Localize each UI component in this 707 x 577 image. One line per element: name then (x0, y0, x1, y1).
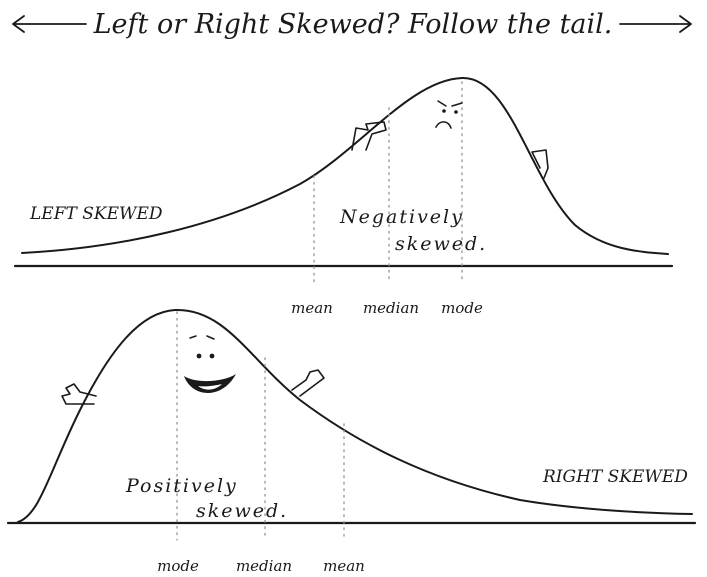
left-skewed-panel: LEFT SKEWED Negatively skewed. mean medi… (13, 76, 674, 317)
right-skewed-panel: Positively skewed. RIGHT SKEWED mode med… (6, 308, 697, 575)
right-arm-icon (291, 369, 325, 397)
marker-label-mode: mode (157, 557, 199, 575)
marker-label-mean: mean (323, 557, 365, 575)
right-arrow-icon (619, 15, 692, 33)
left-skewed-curve (21, 76, 669, 255)
marker-label-median: median (236, 557, 292, 575)
right-skewed-label: RIGHT SKEWED (542, 467, 688, 487)
left-arm-icon (61, 383, 97, 405)
marker-label-median: median (363, 299, 419, 317)
negatively-caption-2: skewed. (395, 233, 487, 255)
page-title: Left or Right Skewed? Follow the tail. (93, 9, 613, 40)
right-arm-icon (531, 149, 549, 179)
positively-caption-2: skewed. (196, 500, 288, 522)
marker-label-mode: mode (441, 299, 483, 317)
negatively-caption: Negatively (339, 206, 464, 228)
frowning-face-icon (435, 100, 463, 129)
smiling-face-icon (184, 335, 236, 393)
left-arrow-icon (12, 15, 87, 33)
left-arm-icon (351, 121, 387, 151)
left-skewed-label: LEFT SKEWED (29, 204, 163, 224)
positively-caption: Positively (125, 475, 238, 497)
marker-label-mean: mean (291, 299, 333, 317)
right-skewed-curve (17, 308, 693, 523)
